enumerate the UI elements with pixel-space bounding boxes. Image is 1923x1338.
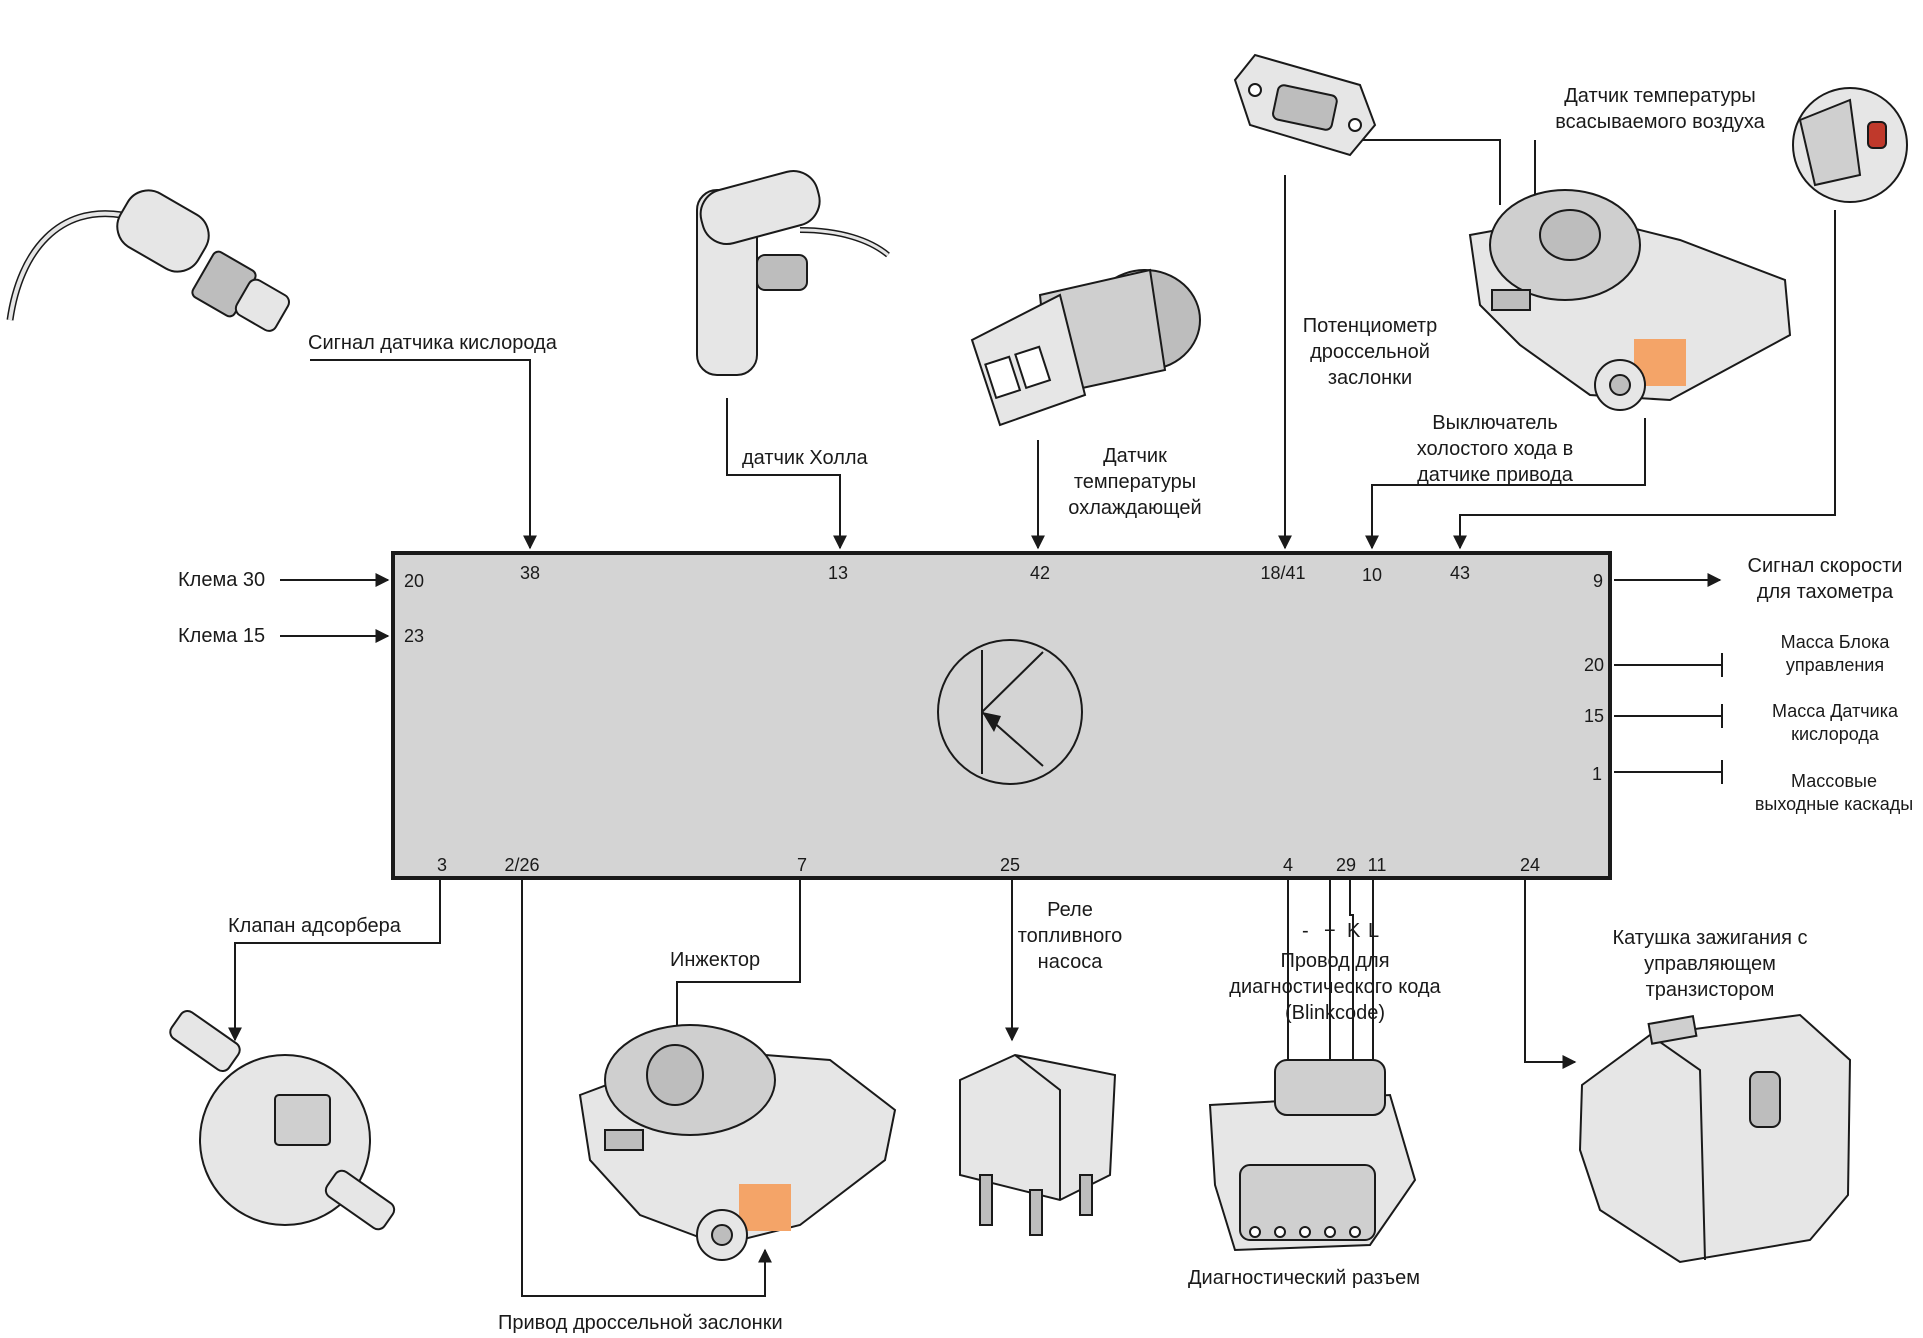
pin-bottom-29: 29 bbox=[1335, 855, 1357, 875]
label-injector: Инжектор bbox=[670, 949, 761, 971]
coolant-sensor-illustration bbox=[970, 268, 1201, 427]
pin-bottom-4: 4 bbox=[1282, 855, 1294, 875]
pin-bottom-2-26: 2/26 bbox=[504, 855, 540, 875]
wire-ignition-coil bbox=[1524, 880, 1577, 1069]
pin-bottom-24: 24 bbox=[1519, 855, 1541, 875]
diag-connector-illustration bbox=[1208, 1059, 1417, 1252]
pin-right-9: 9 bbox=[1592, 571, 1604, 591]
canister-valve-illustration bbox=[169, 1009, 396, 1231]
pin-top-38: 38 bbox=[519, 563, 541, 583]
pin-bottom-11: 11 bbox=[1367, 855, 1387, 875]
pin-bottom-25: 25 bbox=[999, 855, 1021, 875]
wire-diag-k bbox=[1349, 880, 1354, 1065]
pin-top-18-41: 18/41 bbox=[1260, 563, 1306, 583]
leader-pot-to-throttle bbox=[1338, 139, 1501, 205]
pin-bottom-7: 7 bbox=[796, 855, 808, 875]
throttle-body-illustration bbox=[1468, 189, 1792, 411]
air-temp-inset-illustration bbox=[1792, 87, 1908, 203]
wire-intake-air-temp bbox=[1453, 210, 1836, 550]
label-canister-valve: Клапан адсорбера bbox=[228, 915, 401, 937]
pin-right-20: 20 bbox=[1583, 655, 1605, 675]
label-hall-sensor: датчик Холла bbox=[742, 447, 868, 469]
label-diag-minus: - bbox=[1302, 920, 1309, 942]
wire-hall-sensor bbox=[726, 398, 847, 550]
pin-top-10: 10 bbox=[1361, 565, 1383, 585]
pin-top-42: 42 bbox=[1029, 563, 1051, 583]
hall-sensor-illustration bbox=[696, 170, 890, 376]
ignition-coil-illustration bbox=[1578, 1013, 1852, 1264]
oxygen-sensor-illustration bbox=[6, 189, 290, 332]
throttle-pot-illustration bbox=[1233, 53, 1377, 157]
label-diag-plus: + bbox=[1324, 920, 1336, 942]
throttle-body-injector-illustration bbox=[578, 1024, 897, 1261]
label-diag-k: K bbox=[1347, 920, 1361, 942]
wire-throttle-actuator bbox=[521, 880, 772, 1297]
pin-left-23: 23 bbox=[403, 626, 425, 646]
ecu-transistor-symbol bbox=[937, 639, 1083, 785]
connection-lines bbox=[228, 139, 1836, 1297]
pin-right-1: 1 bbox=[1591, 764, 1603, 784]
wire-idle-switch bbox=[1365, 418, 1646, 550]
pin-top-43: 43 bbox=[1449, 563, 1471, 583]
pin-right-15: 15 bbox=[1583, 706, 1605, 726]
pin-left-20: 20 bbox=[403, 571, 425, 591]
label-throttle-actuator: Привод дроссельной заслонки bbox=[498, 1312, 783, 1334]
label-oxygen-signal: Сигнал датчика кислорода bbox=[308, 332, 557, 354]
pin-bottom-3: 3 bbox=[436, 855, 448, 875]
pin-top-13: 13 bbox=[827, 563, 849, 583]
wire-canister-valve bbox=[228, 880, 441, 1042]
label-clamp15: Клема 15 bbox=[178, 625, 266, 647]
fuel-relay-illustration bbox=[959, 1053, 1117, 1236]
label-diag-connector: Диагностический разъем bbox=[1188, 1267, 1420, 1289]
label-clamp30: Клема 30 bbox=[178, 569, 266, 591]
wire-oxygen-sensor bbox=[310, 359, 537, 550]
label-diag-l: L bbox=[1368, 920, 1380, 942]
